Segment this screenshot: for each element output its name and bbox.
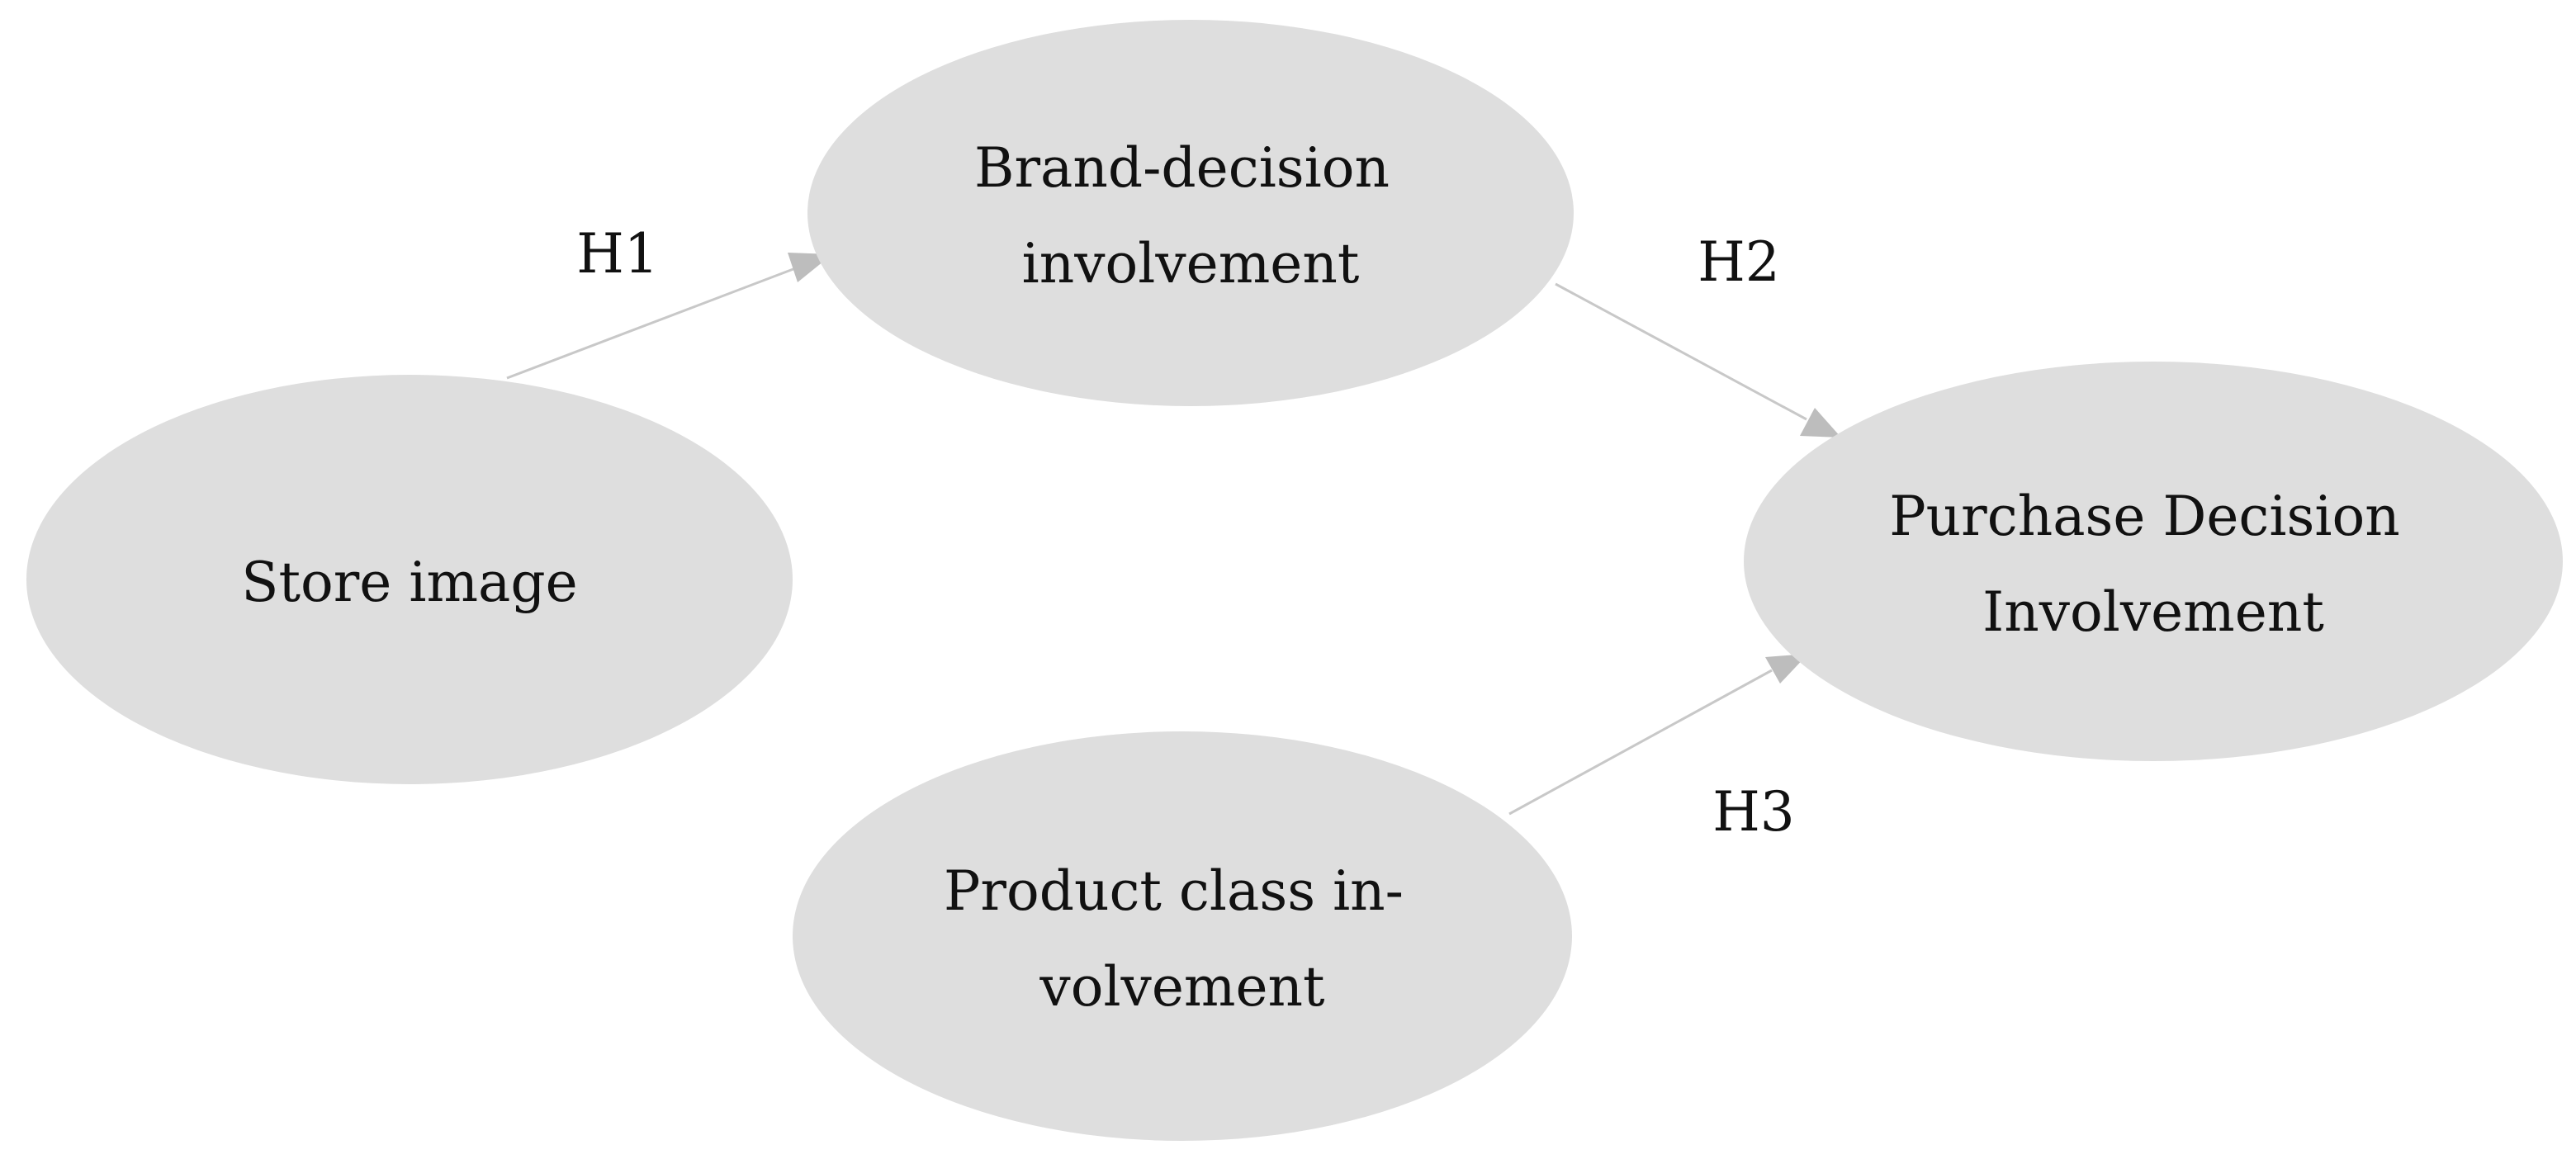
node-brand-decision-line-1: Brand-decision <box>974 136 1390 200</box>
node-brand-decision-involvement: Brand-decision involvement <box>807 20 1574 406</box>
node-store-image-shape <box>26 375 793 784</box>
node-product-class-shape <box>793 731 1572 1141</box>
edge-h1: H1 <box>506 222 832 380</box>
node-store-image-label: Store image <box>241 551 577 614</box>
node-purchase-decision-line-2: Involvement <box>1982 580 2324 644</box>
node-product-class-line-1: Product class in- <box>944 859 1404 923</box>
edge-h2-arrowhead <box>1800 408 1841 438</box>
node-product-class-involvement: Product class in- volvement <box>793 731 1572 1141</box>
node-purchase-decision-involvement: Purchase Decision Involvement <box>1744 362 2563 761</box>
node-store-image-line-1: Store image <box>241 551 577 614</box>
node-brand-decision-line-2: involvement <box>1022 232 1360 296</box>
node-product-class-line-2: volvement <box>1039 955 1324 1019</box>
edge-h2: H2 <box>1555 230 1841 438</box>
edge-h3-line <box>1508 669 1773 816</box>
node-purchase-decision-line-1: Purchase Decision <box>1889 485 2399 548</box>
node-store-image: Store image <box>26 375 793 784</box>
edge-h2-line <box>1555 282 1807 421</box>
edge-h3-arrowhead <box>1765 654 1808 684</box>
node-purchase-decision-label: Purchase Decision Involvement <box>1889 485 2417 644</box>
node-brand-decision-shape <box>807 20 1574 406</box>
edge-h3: H3 <box>1508 654 1808 844</box>
edge-h1-line <box>506 266 798 380</box>
edge-h2-label: H2 <box>1698 230 1780 294</box>
edge-h3-label: H3 <box>1712 780 1795 844</box>
node-product-class-label: Product class in- volvement <box>944 859 1421 1019</box>
node-purchase-decision-shape <box>1744 362 2563 761</box>
edge-h1-label: H1 <box>576 222 659 286</box>
node-brand-decision-label: Brand-decision involvement <box>974 136 1407 296</box>
